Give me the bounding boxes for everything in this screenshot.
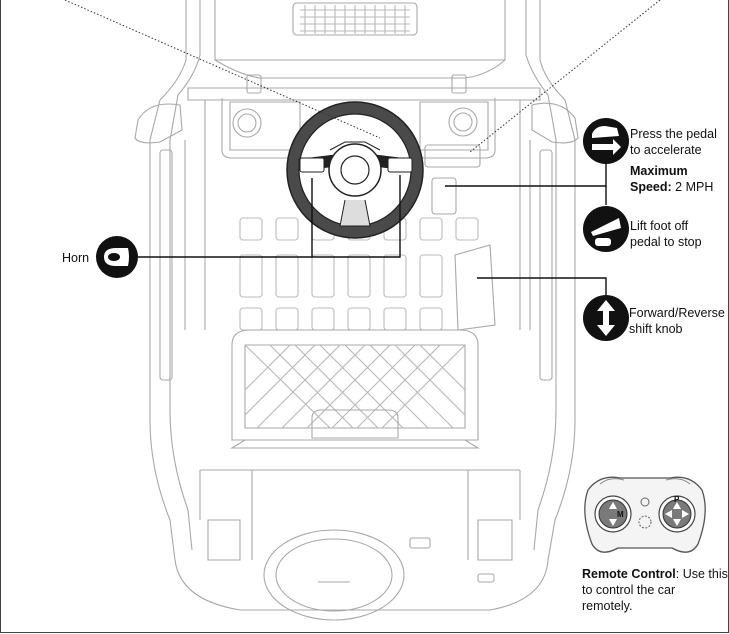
horn-label: Horn [62,251,90,265]
remote-right-letter: P [674,495,680,504]
max-speed-value: 2 MPH [675,180,714,194]
steering-wheel [286,101,424,239]
remote-control-icon: M P [584,476,706,553]
accelerate-line1: Press the pedal [630,127,717,141]
remote-left-letter: M [617,510,624,519]
accelerate-pedal-icon [583,118,629,164]
stop-pedal-icon [583,206,629,252]
shift-line1: Forward/Reverse [629,306,725,320]
shift-line2: shift knob [629,322,683,336]
stop-line2: pedal to stop [630,235,702,249]
dotted-pointer-lines [64,0,661,153]
max-speed-label: Maximum [630,164,688,178]
shift-arrows-icon [583,295,629,341]
remote-line2: to control the car [582,583,676,597]
horn-icon [96,236,138,278]
accelerate-line2: to accelerate [630,143,702,157]
remote-line3: remotely. [582,599,633,613]
remote-line1: Remote Control: Use this [582,567,728,581]
stop-line1: Lift foot off [630,219,689,233]
max-speed-line: Speed: 2 MPH [630,180,714,194]
car-outline [134,0,579,621]
